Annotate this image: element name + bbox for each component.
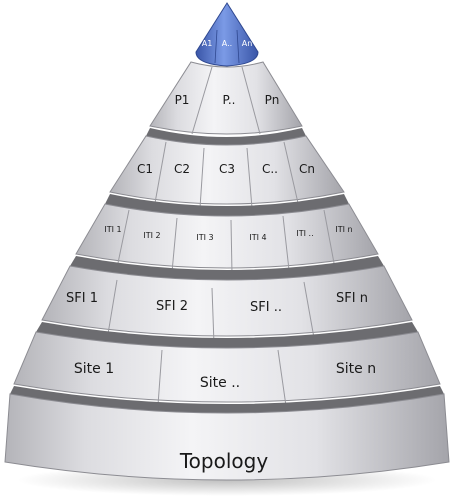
tier-divider — [230, 219, 233, 275]
tier-site-label: Site .. — [200, 375, 240, 391]
tier-divider — [154, 141, 167, 204]
tier-iti-label: ITI 3 — [196, 233, 213, 242]
tier-iti-label: ITI n — [335, 225, 352, 234]
tier-p: P1 P.. Pn — [149, 61, 303, 135]
tier-divider — [199, 147, 205, 209]
tier-p-label: P.. — [223, 93, 236, 107]
tip-label: A1 — [202, 39, 213, 48]
base-band — [4, 393, 450, 481]
tier-divider — [211, 287, 215, 345]
tier-c-label: C.. — [262, 162, 278, 176]
tier-divider — [157, 349, 163, 406]
tier-band — [41, 265, 413, 337]
tier-site-label: Site 1 — [74, 361, 114, 377]
tier-sfi-label: SFI 1 — [66, 291, 98, 306]
tip-label: A.. — [222, 39, 232, 48]
tip-divider — [214, 29, 218, 64]
tier-iti-label: ITI 1 — [104, 225, 121, 234]
tier-divider — [277, 349, 287, 407]
tier-seam — [10, 386, 444, 413]
tier-divider — [303, 281, 315, 339]
tier-p-label: Pn — [265, 93, 280, 107]
tier-p-label: P1 — [175, 93, 190, 107]
tier-sfi-label: SFI 2 — [156, 299, 188, 314]
tier-site: Site 1 Site .. Site n — [13, 331, 441, 407]
tier-c-label: C3 — [219, 162, 235, 176]
tier-seam — [70, 256, 384, 280]
tip-divider — [236, 29, 240, 64]
tier-sfi-label: SFI .. — [250, 300, 282, 315]
tier-seam — [146, 128, 306, 145]
tier-c-label: C1 — [137, 162, 153, 176]
tier-c-label: Cn — [299, 162, 315, 176]
tier-band — [13, 331, 441, 403]
tier-site-label: Site n — [336, 361, 376, 377]
tier-divider — [191, 66, 213, 135]
tier-sfi-label: SFI n — [336, 291, 368, 306]
tier-seam — [105, 194, 349, 216]
tip-label: An — [242, 39, 253, 48]
tip-tier: A1 A.. An — [195, 2, 259, 67]
tier-divider — [323, 209, 335, 264]
tier-divider — [171, 217, 178, 273]
tip-shape — [195, 2, 259, 67]
base-tier: Topology — [4, 393, 450, 481]
tier-iti-label: ITI .. — [296, 229, 313, 238]
base-label: Topology — [179, 449, 268, 473]
tier-divider — [282, 215, 290, 271]
tier-band — [75, 203, 379, 269]
tier-seam — [36, 322, 418, 348]
tier-c-label: C2 — [174, 162, 190, 176]
tier-divider — [283, 141, 299, 204]
tier-iti-label: ITI 2 — [143, 231, 160, 240]
tier-band — [109, 135, 345, 205]
tier-band — [149, 61, 303, 135]
tier-divider — [246, 147, 253, 209]
tier-divider — [241, 66, 261, 135]
tier-divider — [107, 279, 118, 335]
tier-divider — [117, 209, 130, 264]
tier-c: C1 C2 C3 C.. Cn — [109, 135, 345, 209]
tier-iti: ITI 1 ITI 2 ITI 3 ITI 4 ITI .. ITI n — [75, 203, 379, 275]
tier-iti-label: ITI 4 — [249, 233, 266, 242]
tier-sfi: SFI 1 SFI 2 SFI .. SFI n — [41, 265, 413, 345]
